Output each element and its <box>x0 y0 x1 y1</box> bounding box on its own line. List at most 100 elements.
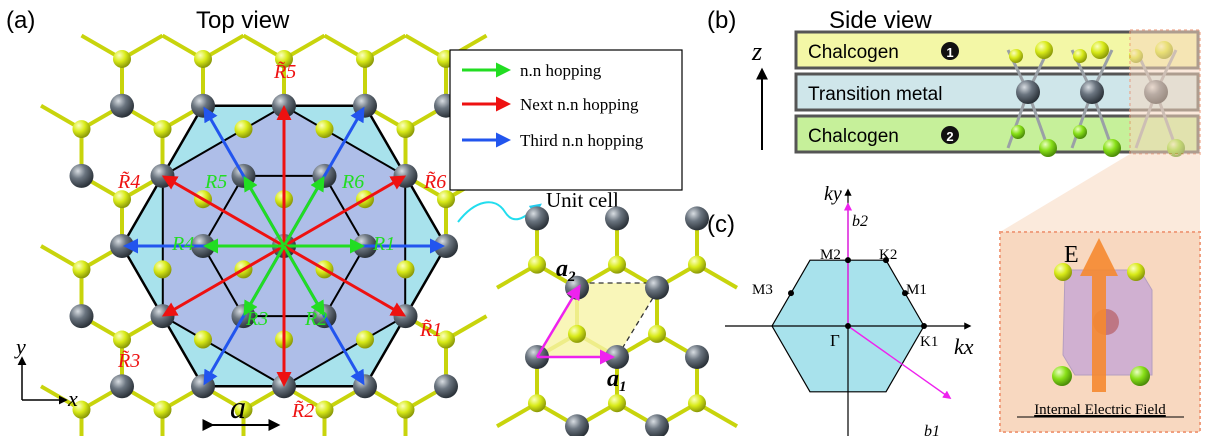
point-label-m2: M2 <box>820 247 841 263</box>
next-nn-arrow <box>283 175 407 248</box>
chalcogen-atom <box>356 330 374 349</box>
uc-chalcogen-atom <box>568 324 586 343</box>
uc-chalcogen-atom <box>648 324 666 343</box>
side-chalcogen-top-back <box>1073 49 1087 63</box>
legend-label-nn: n.n hopping <box>520 61 602 80</box>
uc-chalcogen-atom <box>608 255 626 274</box>
chalcogen-atom <box>396 260 415 279</box>
field-inset: E Internal Electric Field <box>999 154 1201 433</box>
metal-atom <box>191 93 215 118</box>
layer-badge-bottom-number: 2 <box>946 129 953 144</box>
vector-label-r5: R5 <box>204 171 227 193</box>
point-label-m1: M1 <box>906 282 927 298</box>
uc-metal-atom <box>645 275 669 300</box>
layer-label-top: Chalcogen <box>808 42 899 63</box>
metal-atom <box>150 304 175 329</box>
metal-atom <box>191 374 215 399</box>
vector-label-rt4: R̃4 <box>117 170 140 193</box>
uc-metal-atom <box>565 414 589 436</box>
zoom-connector <box>1000 154 1200 232</box>
lattice-constant-label: a <box>230 389 246 425</box>
chalcogen-atom <box>72 260 91 279</box>
point-label-k2: K2 <box>879 247 897 263</box>
metal-atom <box>150 163 175 188</box>
layer-label-bottom: Chalcogen <box>808 126 899 147</box>
nn-arrow <box>282 175 325 247</box>
layer-badge-top-number: 1 <box>946 45 953 60</box>
point-label-k1: K1 <box>920 334 938 350</box>
chalcogen-atom <box>153 260 172 279</box>
prism-chalcogen-top-right <box>1127 263 1145 281</box>
metal-atom <box>393 304 418 329</box>
bz-point <box>788 290 794 297</box>
panel-b: (b) Side view z Chalcogen 1 Transition m… <box>707 7 1201 157</box>
uc-metal-atom <box>685 345 709 369</box>
chalcogen-atom <box>437 190 455 209</box>
panel-c: (c) ky kx b2 b1 M2 K2 M3 M1 Γ K1 <box>707 183 974 436</box>
panel-a: (a) Top view R1 R2 R3 R4 R5 R6 R̃1 R̃2 R… <box>6 7 488 436</box>
field-inset-caption: Internal Electric Field <box>1034 402 1166 418</box>
layer-badge-bottom <box>941 126 959 144</box>
chalcogen-atom <box>194 330 212 349</box>
legend-label-nnn: Next n.n hopping <box>520 95 639 114</box>
ky-label: ky <box>824 183 842 205</box>
zoom-highlight <box>1129 29 1201 155</box>
metal-atom <box>353 374 377 399</box>
side-chalcogen-top <box>1035 41 1053 59</box>
side-chalcogen-bottom-back <box>1073 125 1087 139</box>
metal-atom <box>393 163 418 188</box>
metal-atom <box>434 374 458 399</box>
vector-label-r2: R2 <box>304 308 327 330</box>
metal-atom <box>353 93 377 118</box>
chalcogen-atom <box>315 120 334 139</box>
chalcogen-atom <box>113 330 131 349</box>
uc-chalcogen-atom <box>528 394 546 413</box>
chalcogen-atom <box>194 49 212 68</box>
next-nn-arrow <box>283 244 407 317</box>
electric-field-label: E <box>1064 242 1079 268</box>
nn-arrow <box>282 245 325 317</box>
bz-point <box>845 323 851 329</box>
chalcogen-atom <box>72 120 91 139</box>
chalcogen-atom <box>396 400 415 419</box>
bz-high-symmetry-points <box>788 257 927 329</box>
electric-field-arrow <box>1080 238 1118 392</box>
vector-label-rt5: R̃5 <box>273 60 296 83</box>
vector-label-r1: R1 <box>372 233 395 255</box>
metal-atom <box>110 374 134 399</box>
hopping-arrows <box>123 105 445 387</box>
side-chalcogen-top-back <box>1009 49 1023 63</box>
next-nn-arrow <box>161 244 285 317</box>
side-chalcogen-bottom-back <box>1011 125 1025 139</box>
vector-label-r3: R3 <box>245 308 268 330</box>
b1-label: b1 <box>924 423 940 436</box>
layer-badge-top <box>941 42 959 60</box>
panel-c-label: (c) <box>707 211 735 238</box>
panel-b-title: Side view <box>829 7 932 34</box>
chalcogen-atom <box>437 330 455 349</box>
nn-arrow <box>243 175 286 247</box>
side-metal-atom <box>1016 80 1040 104</box>
uc-metal-atom <box>525 206 549 231</box>
panel-a-label: (a) <box>6 7 35 34</box>
chalcogen-atom <box>356 49 374 68</box>
a1-label: a1 <box>607 366 627 395</box>
x-axis-label: x <box>67 386 78 411</box>
unit-cell-atoms <box>525 206 709 436</box>
uc-chalcogen-atom <box>688 394 706 413</box>
next-nn-arrow <box>161 175 285 248</box>
chalcogen-atom <box>153 400 172 419</box>
metal-atom <box>69 163 94 188</box>
prism-chalcogen-bottom-right <box>1130 366 1150 386</box>
chalcogen-atom <box>315 400 334 419</box>
chalcogen-atom <box>234 120 253 139</box>
chalcogen-atom <box>113 190 131 209</box>
z-axis-label: z <box>751 37 762 66</box>
metal-atom <box>69 304 94 329</box>
kx-label: kx <box>954 334 974 359</box>
side-chalcogen-top <box>1091 41 1109 59</box>
bz-point <box>845 257 851 264</box>
a2-label: a2 <box>556 256 576 285</box>
bz-point <box>902 290 908 297</box>
